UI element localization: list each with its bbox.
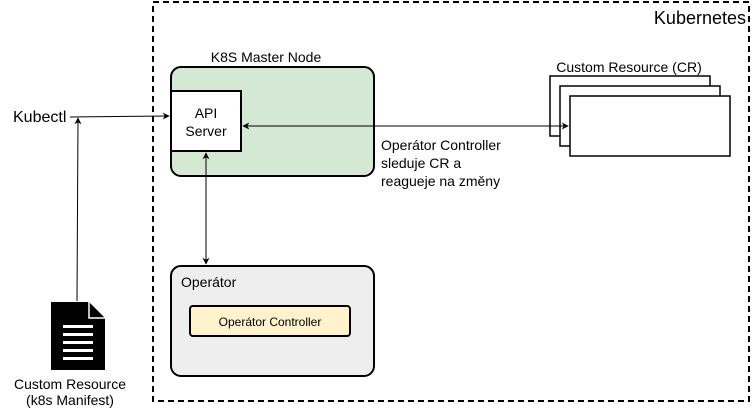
watch-note-line2: sleduje CR a <box>381 155 461 171</box>
operator-controller-box[interactable] <box>189 305 351 337</box>
master-node-label: K8S Master Node <box>211 49 322 65</box>
kubernetes-label: Kubernetes <box>654 8 746 28</box>
kubectl-to-api-arrow <box>69 112 170 120</box>
document-icon[interactable] <box>51 302 105 370</box>
manifest-label-line1: Custom Resource <box>14 376 126 392</box>
kubectl-label: Kubectl <box>13 109 66 126</box>
api-server-label-line1: API <box>195 105 218 121</box>
api-server-box[interactable] <box>170 90 242 152</box>
watch-note-line3: reagueje na změny <box>381 173 500 189</box>
manifest-label-line2: (k8s Manifest) <box>26 392 114 408</box>
watch-note-line1: Operátor Controller <box>381 137 501 153</box>
api-server-label-line2: Server <box>185 123 227 139</box>
operator-controller-label: Operátor Controller <box>219 315 322 329</box>
operator-label: Operátor <box>181 274 237 290</box>
custom-resource-card-front[interactable] <box>569 95 731 157</box>
kubernetes-cluster-boundary <box>152 1 750 402</box>
manifest-to-kubectl-arrow <box>74 117 82 302</box>
custom-resource-label: Custom Resource (CR) <box>556 59 701 75</box>
